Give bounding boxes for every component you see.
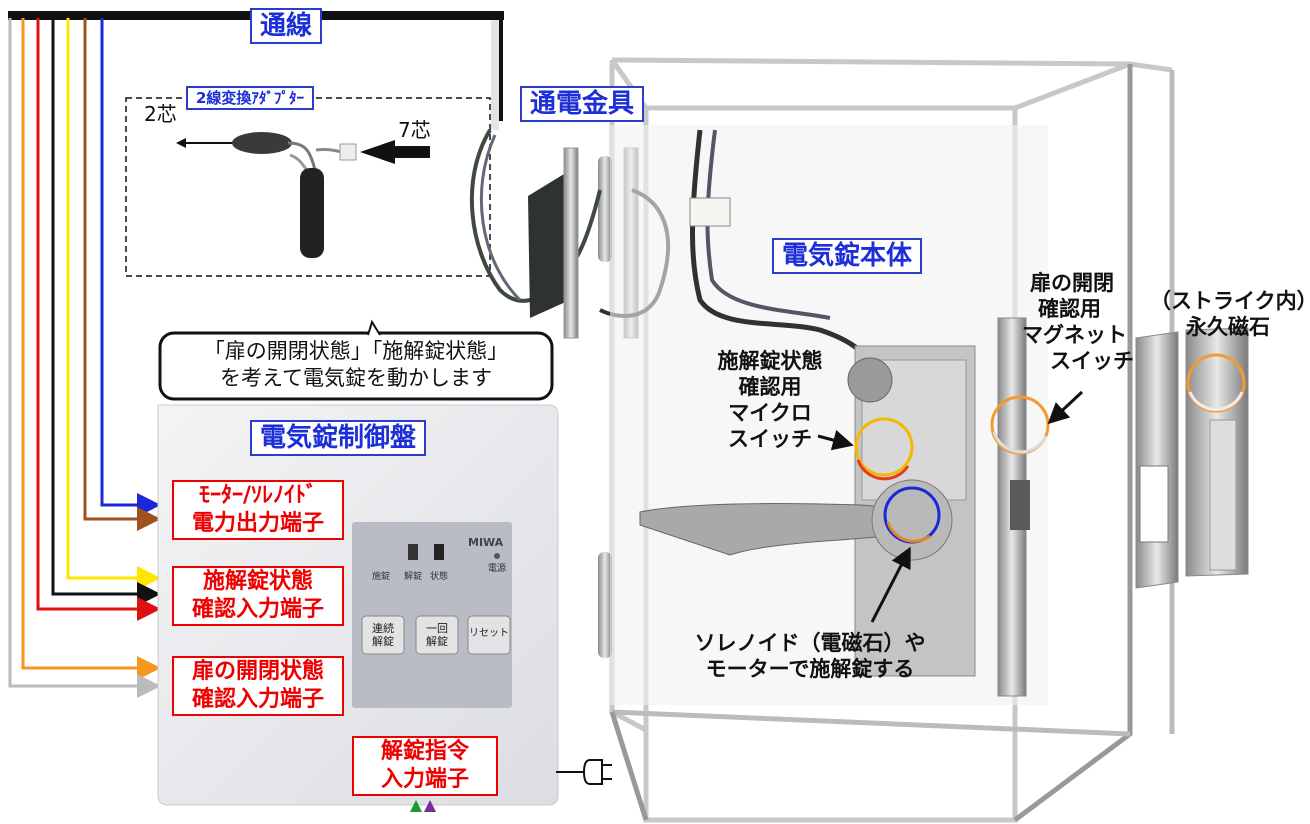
magnet-switch-line4: スイッチ: [1050, 349, 1134, 373]
motor-terminal-label: ﾓｰﾀｰ/ｿﾚﾉｲﾄﾞ 電力出力端子: [172, 480, 344, 540]
micro-switch-line1: 施解錠状態: [717, 349, 823, 373]
red-wire: [36, 18, 161, 621]
magnet-switch-label: 扉の開閉 確認用 マグネット スイッチ: [1022, 270, 1142, 374]
hinge-bottom: [598, 552, 612, 658]
solenoid-line1: ソレノイド（電磁石）や: [694, 631, 926, 655]
micro-switch-line3: マイクロ: [728, 401, 812, 425]
unlock-cmd-line1: 解錠指令: [380, 739, 469, 764]
pointer-arrows: [817, 390, 1084, 623]
lock-body-title: 電気錠本体: [772, 238, 923, 274]
reset-button[interactable]: リセット: [469, 628, 509, 639]
control-note-bubble: [158, 331, 554, 401]
seven-core-label: 7芯: [398, 118, 431, 142]
wiring-title: 通線: [250, 8, 323, 44]
continuous-unlock-button[interactable]: 連続 解錠: [362, 622, 404, 648]
gray-wire: [8, 18, 161, 698]
door-state-terminal-label: 扉の開閉状態 確認入力端子: [172, 656, 344, 716]
hinge-top: [598, 156, 612, 262]
micro-switch-marker: [854, 417, 914, 477]
door-state-terminal-line1: 扉の開閉状態: [191, 659, 324, 684]
lock-state-terminal-label: 施解錠状態 確認入力端子: [172, 566, 344, 626]
adapter-image: [176, 132, 430, 258]
blue-wire: [100, 18, 161, 517]
power-plug-icon: [556, 759, 612, 785]
panel-indicator-lock: 施錠: [372, 572, 391, 582]
control-note-line2: を考えて電気錠を動かします: [220, 366, 492, 390]
lock-state-terminal-line2: 確認入力端子: [191, 597, 324, 622]
single-unlock-button[interactable]: 一回 解錠: [416, 622, 458, 648]
strike-magnet-line2: 永久磁石: [1186, 315, 1270, 339]
two-core-label: 2芯: [144, 102, 177, 126]
solenoid-label: ソレノイド（電磁石）や モーターで施解錠する: [660, 630, 960, 682]
control-note: 「扉の開閉状態」「施解錠状態」 を考えて電気錠を動かします: [160, 338, 552, 392]
controller-title: 電気錠制御盤: [250, 420, 427, 456]
unlock-command-terminal-label: 解錠指令 入力端子: [352, 736, 498, 796]
control-note-line1: 「扉の開閉状態」「施解錠状態」: [203, 339, 509, 363]
panel-indicator-unlock: 解錠: [404, 572, 423, 582]
single-unlock-line2: 解錠: [426, 635, 448, 648]
wires: [8, 18, 161, 698]
strike-plates: [1135, 327, 1249, 589]
magnet-switch-line3: マグネット: [1022, 323, 1127, 347]
power-fitting-title: 通電金具: [520, 86, 645, 122]
strike-magnet-line1: （ストライク内）: [1150, 289, 1310, 313]
panel-power-label: 電源: [488, 564, 507, 574]
micro-switch-label: 施解錠状態 確認用 マイクロ スイッチ: [700, 348, 840, 452]
motor-terminal-line1: ﾓｰﾀｰ/ｿﾚﾉｲﾄﾞ: [198, 483, 318, 508]
solenoid-line2: モーターで施解錠する: [705, 657, 915, 681]
black-wire: [51, 18, 161, 606]
unlock-cmd-line2: 入力端子: [380, 767, 469, 792]
continuous-unlock-line1: 連続: [372, 622, 394, 635]
magnet-switch-line2: 確認用: [1038, 297, 1101, 321]
strike-magnet-label: （ストライク内） 永久磁石: [1150, 288, 1310, 340]
continuous-unlock-line2: 解錠: [372, 635, 394, 648]
door-state-terminal-line2: 確認入力端子: [191, 687, 324, 712]
brown-wire: [83, 18, 161, 531]
panel-indicator-state: 状態: [430, 572, 449, 582]
panel-brand: MIWA: [468, 536, 504, 549]
single-unlock-line1: 一回: [426, 622, 448, 635]
lock-state-terminal-line1: 施解錠状態: [202, 569, 313, 594]
yellow-wire: [66, 18, 161, 590]
micro-switch-line2: 確認用: [738, 375, 802, 399]
adapter-title: 2線変換ｱﾀﾞﾌﾟﾀｰ: [186, 86, 314, 110]
micro-switch-line4: スイッチ: [728, 427, 812, 451]
magnet-switch-line1: 扉の開閉: [1030, 271, 1114, 295]
motor-terminal-line2: 電力出力端子: [191, 511, 324, 536]
orange-wire: [21, 18, 161, 680]
lock-body-image: [610, 125, 1048, 705]
